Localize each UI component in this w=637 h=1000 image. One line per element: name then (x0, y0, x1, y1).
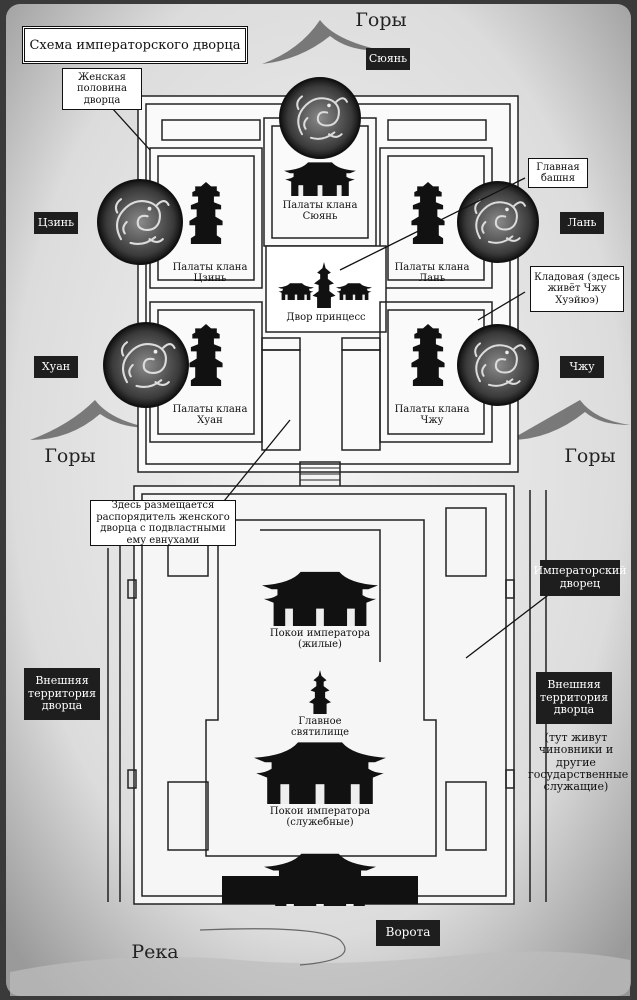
storage-callout: Кладовая (здесь живёт Чжу Хуэйюэ) (530, 266, 624, 312)
manager-callout: Здесь размещается распорядитель женского… (90, 500, 236, 546)
mountains-left-label: Горы (44, 445, 96, 467)
mountain-icon (30, 20, 630, 440)
river (10, 928, 630, 996)
princess-court-label: Двор принцесс (286, 312, 366, 323)
clan-lan-tag: Лань (560, 212, 604, 234)
mountains-right-label: Горы (564, 445, 616, 467)
river-label: Река (131, 941, 179, 963)
clan-huan-tag: Хуан (34, 356, 78, 378)
hall-huan-label: Палаты клана Хуан (172, 404, 248, 427)
hall-suyan-label: Палаты клана Сюянь (282, 200, 358, 223)
emperor-living-label: Покои императора (жилые) (269, 628, 371, 651)
sanctuary-label: Главное святилище (291, 716, 349, 739)
emperor-service-label: Покои императора (служебные) (269, 806, 371, 829)
imperial-palace-walls (107, 485, 547, 905)
hall-jin-label: Палаты клана Цзинь (172, 262, 248, 285)
clan-suyan-tag: Сюянь (366, 48, 410, 70)
clan-zhu-tag: Чжу (560, 356, 604, 378)
dragon-medallion-icon (457, 181, 539, 263)
officials-note: (тут живут чиновники и другие государств… (528, 731, 629, 794)
mountains-top-label: Горы (355, 9, 407, 31)
map-title: Схема императорского дворца (22, 26, 248, 64)
callout-lines (111, 107, 561, 659)
womens-half-callout: Женская половина дворца (62, 68, 142, 110)
dragon-medallion-icon (457, 324, 539, 406)
gate-label: Ворота (376, 920, 440, 946)
clan-jin-tag: Цзинь (34, 212, 78, 234)
imperial-palace-callout: Императорский дворец (533, 560, 627, 596)
outer-territory-right: Внешняя территория дворца (536, 672, 612, 724)
hall-lan-label: Палаты клана Лань (394, 262, 470, 285)
outer-territory-left: Внешняя территория дворца (24, 668, 100, 720)
dragon-medallion-icon (97, 179, 183, 265)
main-tower-callout: Главная башня (528, 158, 588, 188)
dragon-medallion-icon (103, 322, 189, 408)
dragon-medallion-icon (279, 77, 361, 159)
hall-zhu-label: Палаты клана Чжу (394, 404, 470, 427)
gate-building-icon (222, 853, 418, 906)
